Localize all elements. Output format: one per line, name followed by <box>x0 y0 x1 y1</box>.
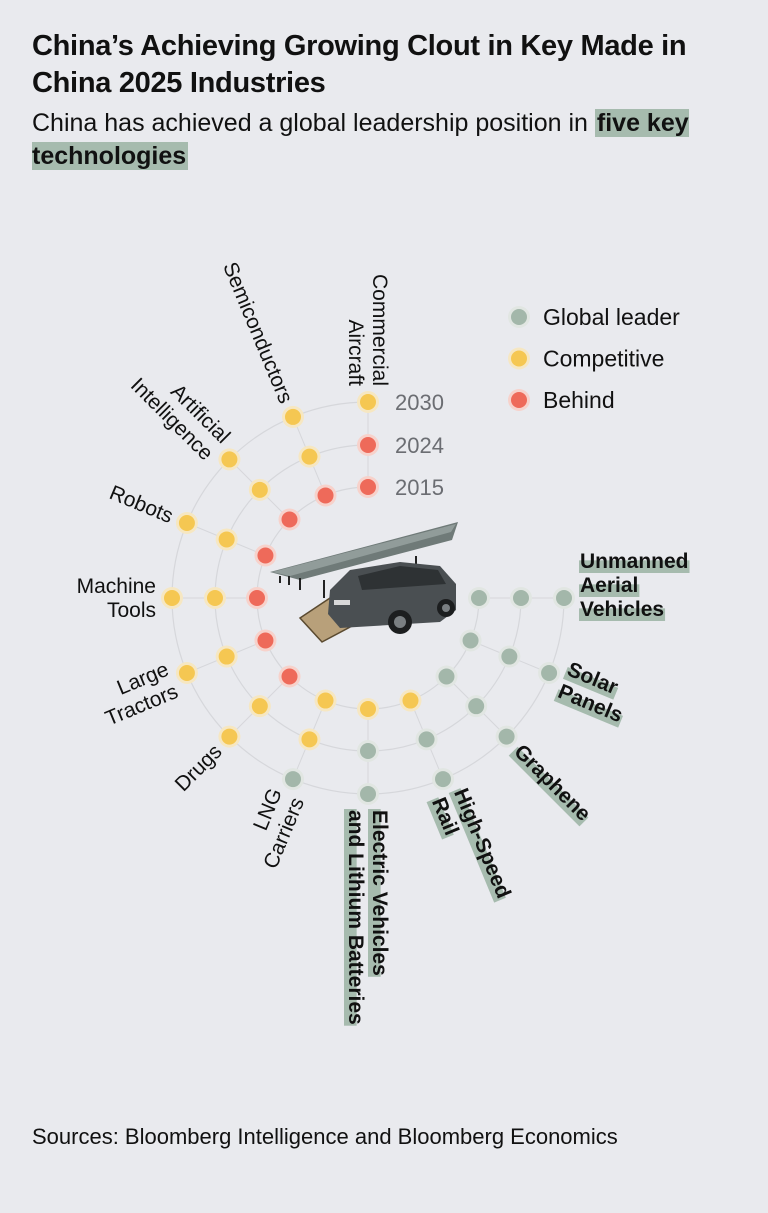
data-point <box>175 662 198 685</box>
ring-year-label-2024: 2024 <box>395 433 444 458</box>
chart-title: China’s Achieving Growing Clout in Key M… <box>32 30 687 99</box>
data-point <box>495 725 518 748</box>
data-point <box>357 740 379 762</box>
category-label-text: Aerial <box>580 574 638 597</box>
legend-item-behind: Behind <box>508 387 615 413</box>
data-point <box>254 544 277 567</box>
data-point <box>246 587 268 609</box>
category-label: Drugs <box>171 740 227 796</box>
category-label-text: High-Speed <box>449 785 515 902</box>
category-label-text: Semiconductors <box>218 259 297 407</box>
data-point <box>432 768 455 791</box>
legend-label: Global leader <box>543 304 680 330</box>
label-highlight <box>368 809 381 977</box>
data-point <box>314 484 337 507</box>
category-label-text: Commercial <box>368 274 391 386</box>
data-point <box>553 587 575 609</box>
legend-item-competitive: Competitive <box>508 346 664 372</box>
data-point <box>215 528 238 551</box>
data-point <box>281 405 304 428</box>
data-point <box>465 695 488 718</box>
label-highlight <box>508 746 589 827</box>
label-highlight <box>448 788 506 903</box>
center-image <box>270 522 458 643</box>
car-icon <box>328 562 456 634</box>
data-point <box>357 698 379 720</box>
data-point <box>435 665 458 688</box>
category-label: Semiconductors <box>218 259 297 407</box>
legend-dot-icon <box>511 350 527 367</box>
category-label: Robots <box>106 481 176 528</box>
chart-subtitle: China has achieved a global leadership p… <box>32 107 742 173</box>
data-point <box>498 645 521 668</box>
category-label-text: Electric Vehicles <box>368 810 391 976</box>
category-label-text: Unmanned <box>580 550 689 573</box>
data-point <box>298 445 321 468</box>
data-point <box>314 689 337 712</box>
dots-layer <box>161 391 575 805</box>
data-point <box>357 783 379 805</box>
data-point <box>248 695 271 718</box>
data-point <box>218 448 241 471</box>
data-point <box>218 725 241 748</box>
legend-item-leader: Global leader <box>508 304 680 330</box>
data-point <box>538 662 561 685</box>
data-point <box>415 728 438 751</box>
label-highlight <box>344 809 357 1026</box>
subtitle-text: China has achieved a global leadership p… <box>32 109 595 137</box>
sources-note: Sources: Bloomberg Intelligence and Bloo… <box>32 1124 618 1149</box>
category-label: Graphene <box>508 740 595 827</box>
ring-year-label-2030: 2030 <box>395 390 444 415</box>
data-point <box>357 391 379 413</box>
category-label-text: Machine <box>77 575 156 598</box>
data-point <box>204 587 226 609</box>
data-point <box>278 665 301 688</box>
data-point <box>248 478 271 501</box>
ring-year-label-2015: 2015 <box>395 475 444 500</box>
legend-label: Competitive <box>543 346 664 372</box>
data-point <box>281 768 304 791</box>
data-point <box>278 508 301 531</box>
category-label-text: Vehicles <box>580 598 664 621</box>
data-point <box>215 645 238 668</box>
label-highlight <box>579 560 690 573</box>
legend-dot-icon <box>511 309 527 325</box>
data-point <box>254 629 277 652</box>
category-label-text: and Lithium Batteries <box>344 810 367 1025</box>
category-label-text: Aircraft <box>344 319 367 386</box>
data-point <box>175 511 198 534</box>
label-highlight <box>562 667 619 700</box>
data-point <box>399 689 422 712</box>
category-label-text: Graphene <box>509 740 595 826</box>
data-point <box>298 728 321 751</box>
data-point <box>357 434 379 456</box>
label-highlight <box>553 689 624 728</box>
data-point <box>459 629 482 652</box>
legend-label: Behind <box>543 387 615 413</box>
category-label-text: Robots <box>106 481 176 528</box>
label-highlight <box>426 797 454 840</box>
ring-year-labels: 2015 2024 2030 <box>395 390 444 500</box>
legend-dot-icon <box>511 392 527 408</box>
category-label-text: Tools <box>107 599 156 622</box>
label-highlight <box>579 608 666 621</box>
label-highlight <box>579 584 640 597</box>
data-point <box>357 476 379 498</box>
data-point <box>468 587 490 609</box>
data-point <box>161 587 183 609</box>
data-point <box>510 587 532 609</box>
category-label-text: Drugs <box>171 740 227 796</box>
